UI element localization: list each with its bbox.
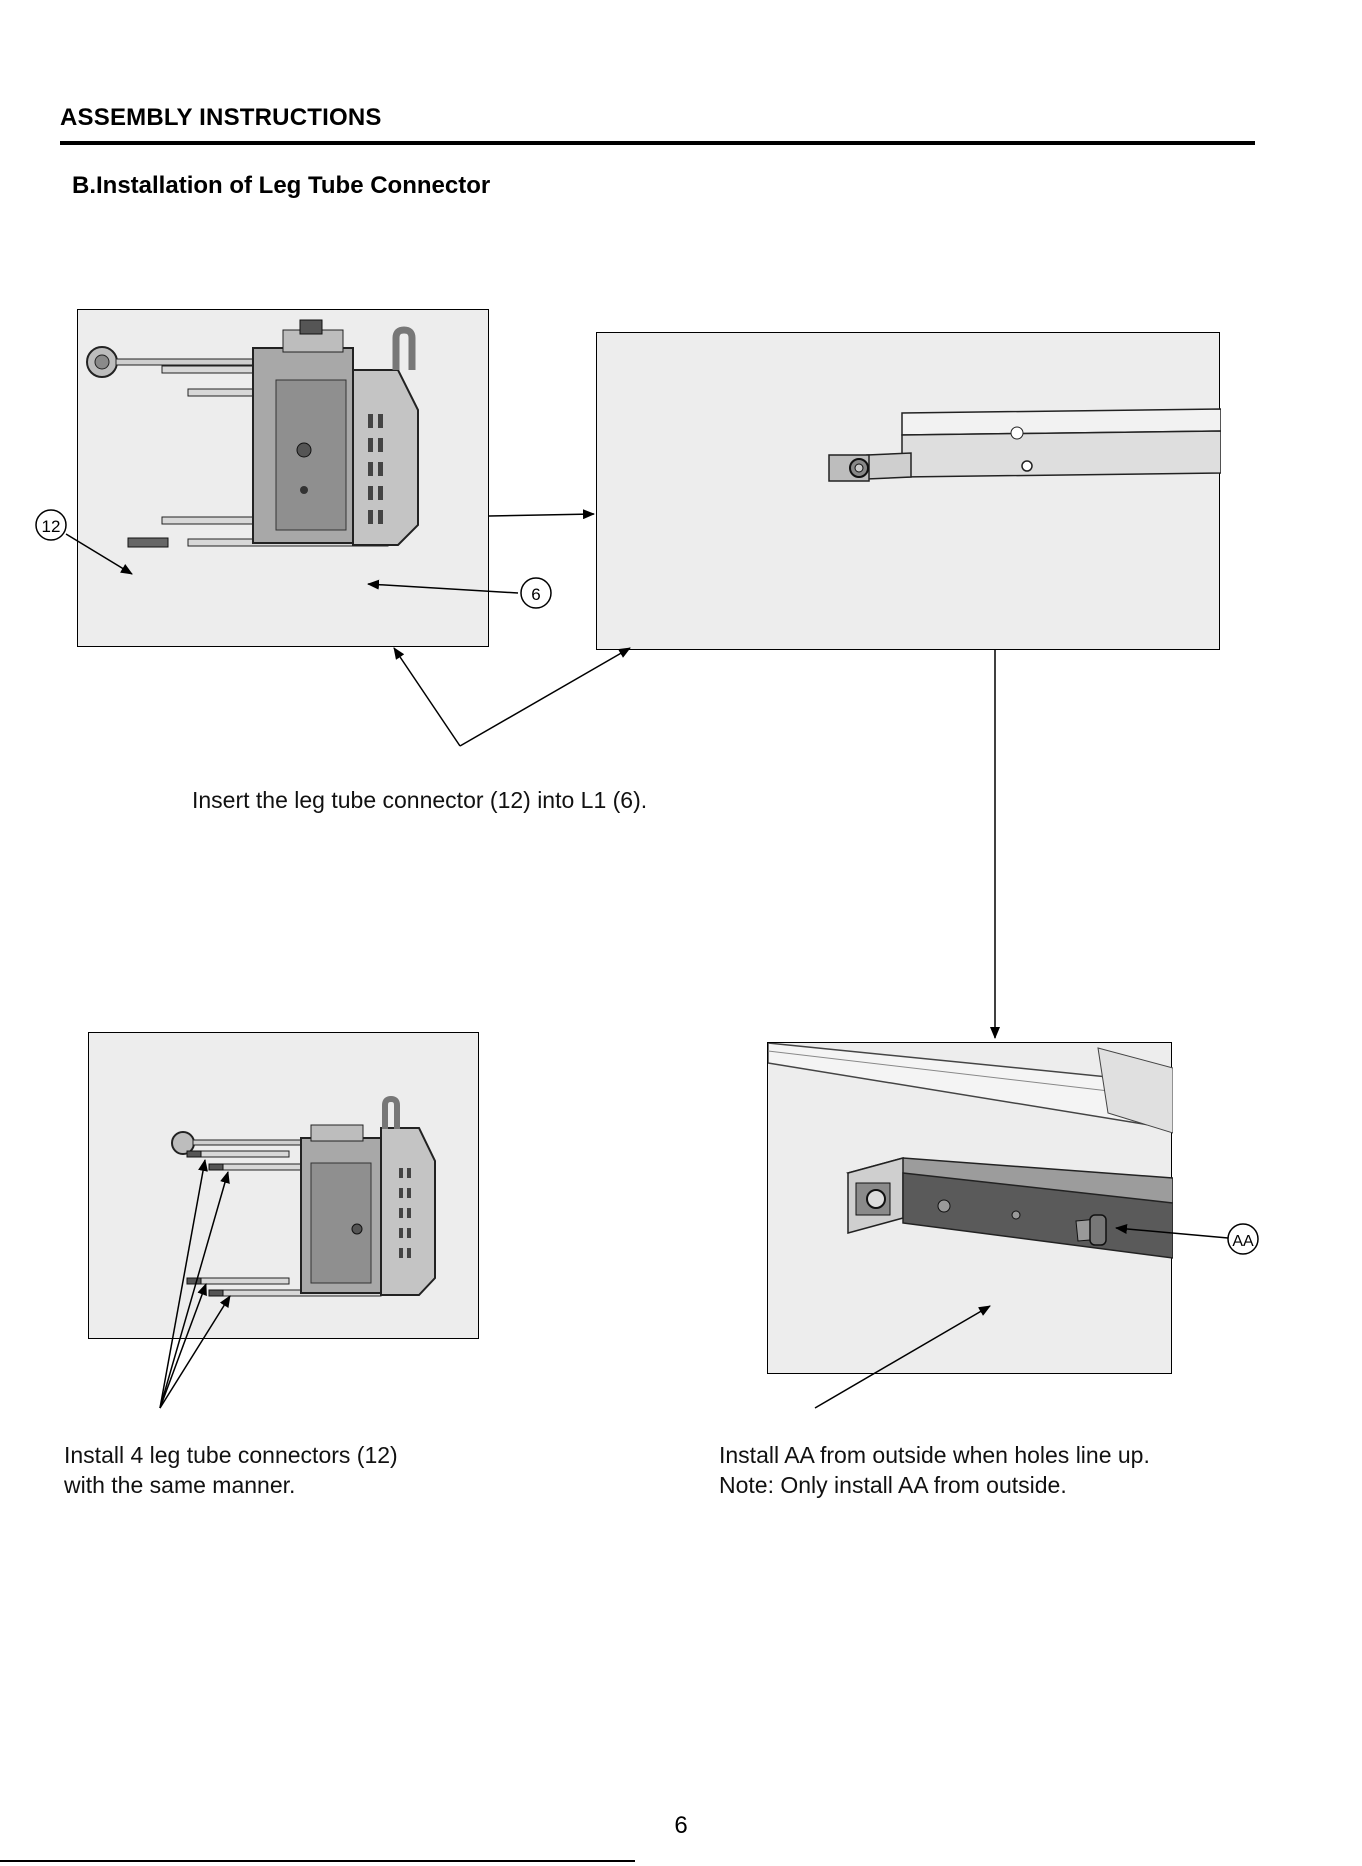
instruction-install-four-line2: with the same manner. — [64, 1470, 398, 1500]
instruction-install-aa-line2: Note: Only install AA from outside. — [719, 1470, 1150, 1500]
svg-text:AA: AA — [1232, 1233, 1254, 1250]
instruction-install-aa-line1: Install AA from outside when holes line … — [719, 1440, 1150, 1470]
svg-text:6: 6 — [531, 585, 540, 604]
leader-leg — [368, 584, 518, 593]
instruction-install-four-line1: Install 4 leg tube connectors (12) — [64, 1440, 398, 1470]
pointer-connector-2 — [160, 1172, 228, 1408]
instruction-install-four: Install 4 leg tube connectors (12) with … — [64, 1440, 398, 1500]
bottom-rule — [0, 1860, 635, 1862]
pointer-to-panel4 — [815, 1306, 990, 1408]
callout-screw: AA — [1228, 1224, 1258, 1254]
leader-screw — [1116, 1228, 1228, 1238]
pointer-to-panel2 — [460, 648, 630, 746]
arrow-panel1-to-panel2 — [489, 514, 594, 516]
page-number: 6 — [0, 1812, 1362, 1840]
pointer-to-panel1 — [394, 648, 460, 746]
callout-connector: 12 — [36, 510, 66, 540]
instruction-install-aa: Install AA from outside when holes line … — [719, 1440, 1150, 1500]
leader-connector — [66, 534, 132, 574]
svg-text:12: 12 — [42, 517, 61, 536]
instruction-insert: Insert the leg tube connector (12) into … — [192, 785, 647, 815]
callout-leg: 6 — [521, 578, 551, 608]
